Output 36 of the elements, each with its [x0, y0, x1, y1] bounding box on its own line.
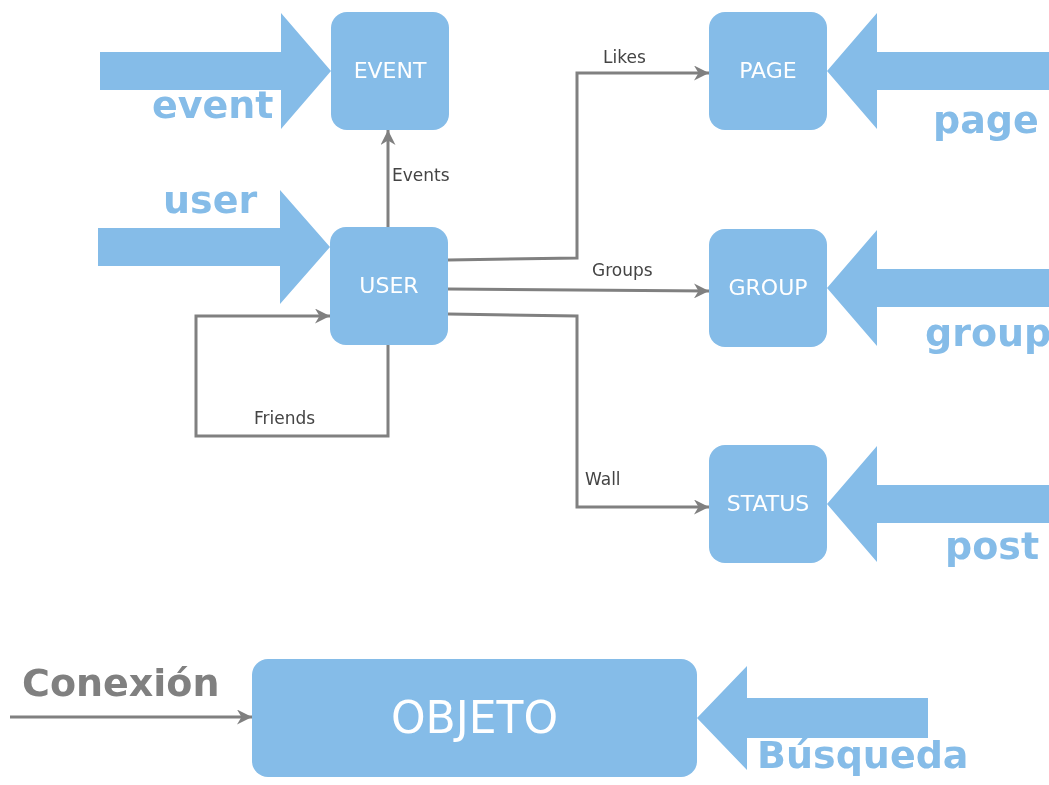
arrow: [10, 709, 252, 725]
arrow: [194, 308, 390, 438]
entity-box: [709, 12, 827, 130]
entity-box: [709, 229, 827, 347]
node-label: PAGE: [739, 60, 797, 82]
node-label: OBJETO: [390, 696, 559, 740]
block-arrow: [100, 13, 331, 129]
edge-label: Wall: [585, 471, 621, 488]
entity-box: [331, 12, 449, 130]
edge-label: Búsqueda: [757, 736, 969, 774]
edge-label: Likes: [603, 49, 646, 66]
arrow: [447, 65, 709, 262]
arrow: [447, 312, 709, 515]
block-arrow: [697, 666, 928, 770]
edge-label: Groups: [592, 262, 653, 279]
node-label: USER: [359, 275, 419, 297]
node-label: STATUS: [726, 493, 810, 515]
edge-label: event: [152, 86, 274, 124]
edge-label: post: [945, 527, 1040, 565]
entity-box: [709, 445, 827, 563]
edge-label: group: [925, 314, 1049, 352]
edge-label: Conexión: [22, 664, 220, 702]
entity-box: [330, 227, 448, 345]
arrow: [380, 130, 396, 227]
block-arrow: [98, 190, 330, 304]
edge-label: page: [933, 101, 1039, 139]
node-label: GROUP: [728, 277, 808, 299]
node-label: EVENT: [353, 60, 427, 82]
block-arrow: [827, 446, 1049, 562]
edge-label: Events: [392, 167, 450, 184]
arrow: [448, 283, 709, 299]
block-arrow: [827, 13, 1049, 129]
edge-label: Friends: [254, 410, 316, 427]
entity-box: [252, 659, 697, 777]
block-arrow: [827, 230, 1049, 346]
edge-label: user: [163, 181, 258, 219]
